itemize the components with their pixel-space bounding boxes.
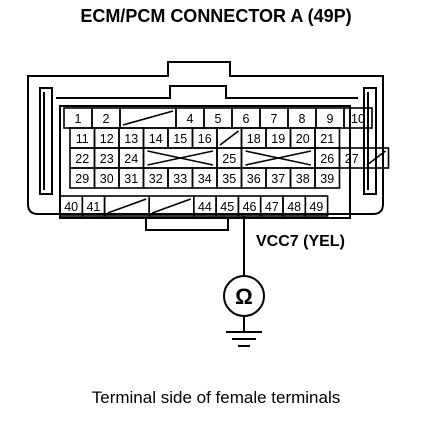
diagram-caption: Terminal side of female terminals xyxy=(91,388,341,407)
terminal-number: 27 xyxy=(345,152,359,166)
terminal-number: 12 xyxy=(100,132,114,146)
terminal-number: 16 xyxy=(198,132,212,146)
terminal-number: 4 xyxy=(187,112,194,126)
terminal-number: 41 xyxy=(86,200,100,214)
terminal-number: 32 xyxy=(149,172,163,186)
terminal-number: 30 xyxy=(100,172,114,186)
terminal-number: 26 xyxy=(320,152,334,166)
terminal-number: 33 xyxy=(173,172,187,186)
terminal-number: 20 xyxy=(296,132,310,146)
ground-icon xyxy=(226,331,262,347)
terminal-number: 10 xyxy=(351,112,365,126)
connector-housing-outline xyxy=(27,61,384,215)
terminal-cell xyxy=(314,167,341,189)
bottom-key xyxy=(145,218,229,231)
terminal-number: 25 xyxy=(222,152,236,166)
terminal-number: 22 xyxy=(75,152,89,166)
terminal-number: 19 xyxy=(271,132,285,146)
terminal-number: 49 xyxy=(309,200,323,214)
terminal-number: 46 xyxy=(243,200,257,214)
terminal-block xyxy=(59,105,351,219)
terminal-number: 21 xyxy=(320,132,334,146)
right-latch xyxy=(363,87,377,195)
terminal-number: 34 xyxy=(198,172,212,186)
terminal-number: 15 xyxy=(173,132,187,146)
terminal-number: 9 xyxy=(327,112,334,126)
diagram-title: ECM/PCM CONNECTOR A (49P) xyxy=(80,6,352,26)
inner-lip xyxy=(56,85,358,99)
terminal-number: 44 xyxy=(198,200,212,214)
terminal-number: 29 xyxy=(75,172,89,186)
terminal-number: 38 xyxy=(296,172,310,186)
terminal-number: 11 xyxy=(76,132,89,146)
unused-terminal-cross xyxy=(147,150,214,166)
left-latch xyxy=(39,87,53,195)
unused-terminal-slash xyxy=(366,150,386,166)
terminal-number: 14 xyxy=(149,132,163,146)
terminal-number: 47 xyxy=(265,200,279,214)
unused-terminal-slash xyxy=(122,110,174,126)
terminal-number: 31 xyxy=(124,172,138,186)
terminal-number: 36 xyxy=(247,172,261,186)
terminal-number: 35 xyxy=(222,172,236,186)
unused-terminal-cross xyxy=(245,150,312,166)
terminal-number: 1 xyxy=(75,112,82,126)
terminal-number: 6 xyxy=(243,112,250,126)
terminal-number: 48 xyxy=(287,200,301,214)
terminal-cell xyxy=(343,107,373,129)
unused-terminal-slash xyxy=(219,130,239,146)
wire-label: VCC7 (YEL) xyxy=(256,233,345,250)
terminal-number: 7 xyxy=(271,112,278,126)
terminal-cell xyxy=(304,195,329,217)
terminal-number: 37 xyxy=(271,172,285,186)
unused-terminal-slash xyxy=(151,198,192,214)
terminal-number: 45 xyxy=(220,200,234,214)
terminal-number: 5 xyxy=(215,112,222,126)
terminal-number: 18 xyxy=(247,132,261,146)
terminal-cell xyxy=(363,147,390,169)
terminal-number: 39 xyxy=(320,172,334,186)
terminal-number: 13 xyxy=(124,132,138,146)
terminal-number: 2 xyxy=(103,112,110,126)
terminal-number: 8 xyxy=(299,112,306,126)
unused-terminal-slash xyxy=(107,198,147,214)
terminal-number: 24 xyxy=(124,152,138,166)
terminal-number: 40 xyxy=(64,200,78,214)
ohmmeter-symbol: Ω xyxy=(235,284,253,309)
terminal-number: 23 xyxy=(100,152,114,166)
